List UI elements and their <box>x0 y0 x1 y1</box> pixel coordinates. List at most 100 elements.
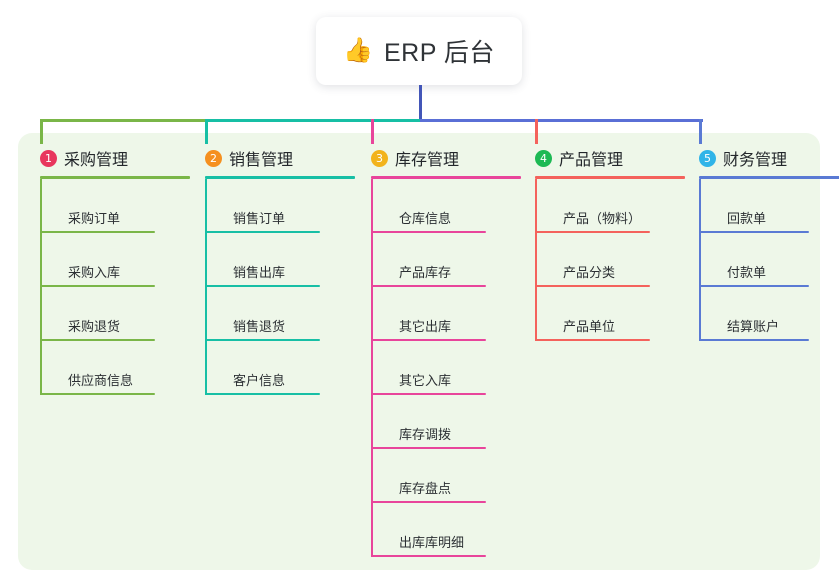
column-header-3[interactable]: 3 库存管理 <box>371 146 521 170</box>
column-rule-3 <box>371 176 521 179</box>
root-stem <box>418 85 422 122</box>
leaf-item[interactable]: 出库库明细 <box>371 503 493 557</box>
leaf-rule <box>371 339 486 341</box>
leaf-item[interactable]: 其它出库 <box>371 287 493 341</box>
leaf-label: 库存调拨 <box>399 427 452 442</box>
leaf-rule <box>371 393 486 395</box>
leaf-item[interactable]: 其它入库 <box>371 341 493 395</box>
column-drop-5 <box>699 119 702 144</box>
leaf-item[interactable]: 产品单位 <box>535 287 657 341</box>
leaf-rule <box>40 339 155 341</box>
leaf-label: 出库库明细 <box>399 535 465 550</box>
leaf-rule <box>535 231 650 233</box>
thumbs-up-icon: 👍 <box>343 37 373 64</box>
column-children-4: 产品（物料） 产品分类产品单位 <box>535 179 685 341</box>
leaf-rule <box>699 339 809 341</box>
leaf-rule <box>535 285 650 287</box>
column-3: 3 库存管理仓库信息产品库存其它出库其它入库库存调拨库存盘点出库库明细 <box>371 146 521 557</box>
leaf-item[interactable]: 供应商信息 <box>40 341 162 395</box>
leaf-item[interactable]: 采购订单 <box>40 179 162 233</box>
column-5: 5 财务管理回款单付款单结算账户 <box>699 146 839 341</box>
root-title: ERP 后台 <box>383 39 495 67</box>
leaf-label: 其它入库 <box>399 373 452 388</box>
column-drop-2 <box>205 119 208 144</box>
leaf-item[interactable]: 库存盘点 <box>371 449 493 503</box>
leaf-label: 销售出库 <box>233 265 286 280</box>
leaf-label: 产品（物料） <box>563 211 642 226</box>
column-children-5: 回款单付款单结算账户 <box>699 179 839 341</box>
column-header-5[interactable]: 5 财务管理 <box>699 146 839 170</box>
leaf-item[interactable]: 销售出库 <box>205 233 327 287</box>
column-rule-2 <box>205 176 355 179</box>
leaf-item[interactable]: 仓库信息 <box>371 179 493 233</box>
leaf-label: 付款单 <box>727 265 767 280</box>
leaf-item[interactable]: 产品库存 <box>371 233 493 287</box>
leaf-label: 产品库存 <box>399 265 452 280</box>
column-title-4: 产品管理 <box>559 152 624 169</box>
leaf-rule <box>535 339 650 341</box>
bus-segment-mid <box>206 119 420 122</box>
leaf-rule <box>205 285 320 287</box>
column-children-2: 销售订单销售出库销售退货客户信息 <box>205 179 355 395</box>
leaf-item[interactable]: 销售订单 <box>205 179 327 233</box>
leaf-label: 产品分类 <box>563 265 616 280</box>
leaf-label: 采购退货 <box>68 319 121 334</box>
leaf-label: 采购入库 <box>68 265 121 280</box>
column-spine-4 <box>535 179 537 341</box>
content-panel <box>18 133 820 570</box>
column-title-5: 财务管理 <box>723 152 788 169</box>
leaf-item[interactable]: 库存调拨 <box>371 395 493 449</box>
leaf-label: 产品单位 <box>563 319 616 334</box>
leaf-rule <box>40 393 155 395</box>
leaf-label: 结算账户 <box>727 319 780 334</box>
column-rule-4 <box>535 176 685 179</box>
column-children-1: 采购订单采购入库采购退货供应商信息 <box>40 179 190 395</box>
column-title-3: 库存管理 <box>395 152 460 169</box>
column-spine-2 <box>205 179 207 395</box>
leaf-item[interactable]: 客户信息 <box>205 341 327 395</box>
leaf-rule <box>40 231 155 233</box>
column-children-3: 仓库信息产品库存其它出库其它入库库存调拨库存盘点出库库明细 <box>371 179 521 557</box>
leaf-rule <box>205 393 320 395</box>
column-rule-1 <box>40 176 190 179</box>
column-badge-1: 1 <box>40 149 57 167</box>
leaf-rule <box>205 339 320 341</box>
column-spine-3 <box>371 179 373 557</box>
bus-segment-left <box>41 119 206 122</box>
leaf-item[interactable]: 回款单 <box>699 179 816 233</box>
root-node[interactable]: 👍 ERP 后台 <box>316 17 522 85</box>
leaf-item[interactable]: 产品（物料） <box>535 179 657 233</box>
leaf-item[interactable]: 销售退货 <box>205 287 327 341</box>
leaf-item[interactable]: 产品分类 <box>535 233 657 287</box>
column-spine-5 <box>699 179 701 341</box>
leaf-label: 客户信息 <box>233 373 286 388</box>
column-badge-2: 2 <box>205 149 222 167</box>
leaf-label: 回款单 <box>727 211 767 226</box>
leaf-rule <box>371 447 486 449</box>
leaf-label: 销售退货 <box>233 319 286 334</box>
column-badge-3: 3 <box>371 149 388 167</box>
leaf-rule <box>371 231 486 233</box>
leaf-label: 库存盘点 <box>399 481 452 496</box>
column-spine-1 <box>40 179 42 395</box>
column-rule-5 <box>699 176 839 179</box>
column-badge-5: 5 <box>699 149 716 167</box>
column-drop-1 <box>40 119 43 144</box>
leaf-label: 仓库信息 <box>399 211 452 226</box>
column-drop-4 <box>535 119 538 144</box>
leaf-item[interactable]: 结算账户 <box>699 287 816 341</box>
leaf-label: 其它出库 <box>399 319 452 334</box>
leaf-item[interactable]: 付款单 <box>699 233 816 287</box>
leaf-label: 采购订单 <box>68 211 121 226</box>
leaf-item[interactable]: 采购退货 <box>40 287 162 341</box>
leaf-label: 销售订单 <box>233 211 286 226</box>
leaf-rule <box>699 231 809 233</box>
leaf-item[interactable]: 采购入库 <box>40 233 162 287</box>
